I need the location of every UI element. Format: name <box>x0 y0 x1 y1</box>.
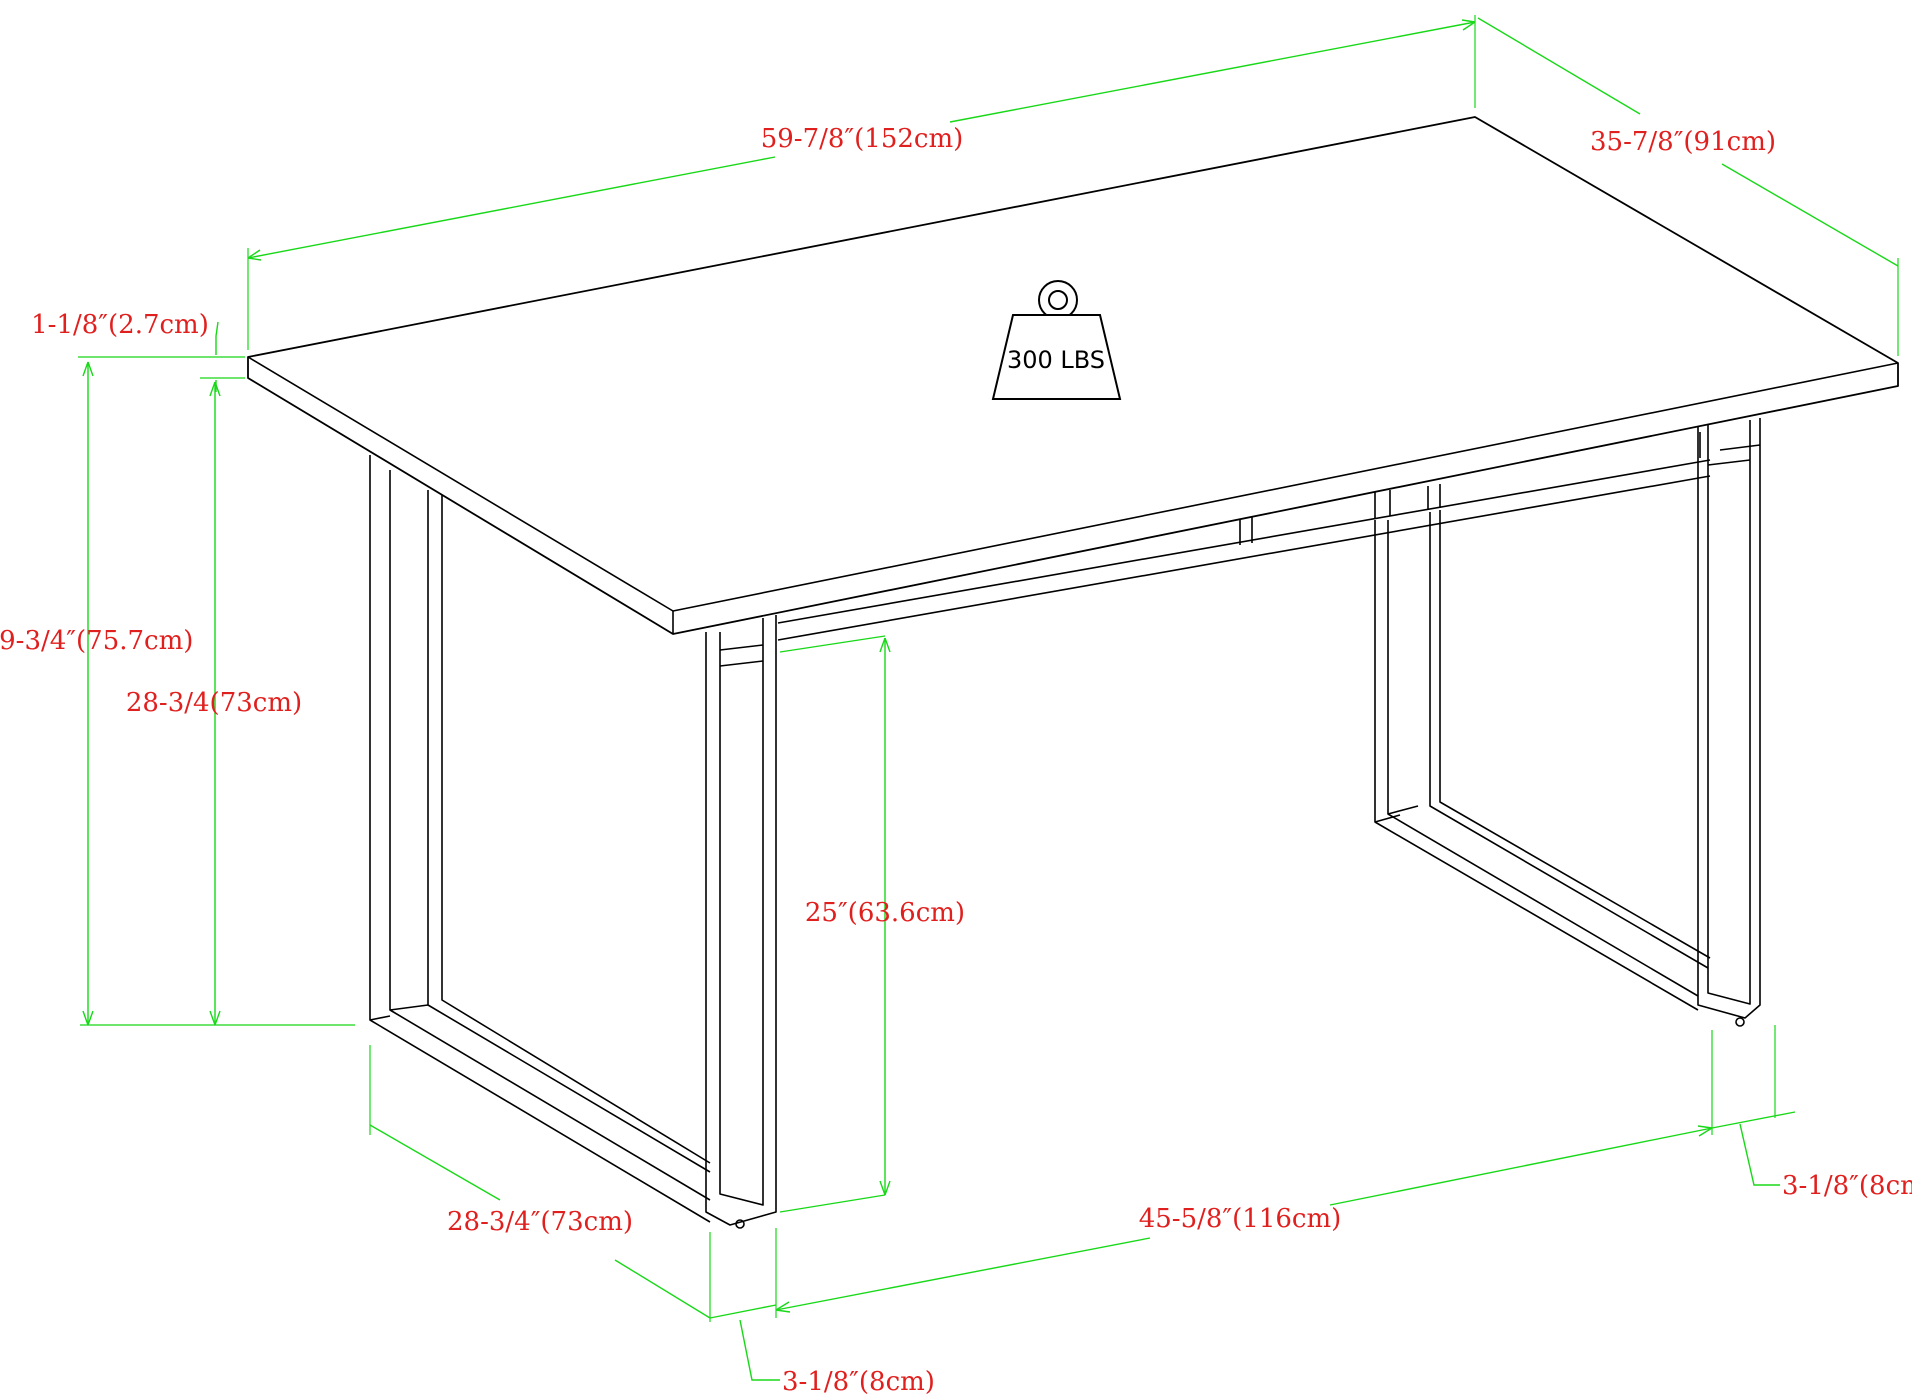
right-back-leg <box>1697 418 1761 1019</box>
dimension-lines <box>78 15 1899 1381</box>
left-front-leg <box>705 615 777 1229</box>
weight-capacity-label: 300 LBS <box>1007 346 1105 374</box>
leg-width-left-label: 3-1/8″(8cm) <box>782 1367 935 1397</box>
weight-icon: 300 LBS <box>991 280 1122 400</box>
table-width-label: 35-7/8″(91cm) <box>1590 127 1776 157</box>
top-thickness-label: 1-1/8″(2.7cm) <box>31 310 209 340</box>
leg-depth-label: 28-3/4″(73cm) <box>447 1207 633 1237</box>
left-back-leg <box>369 455 711 1223</box>
right-front-leg <box>1374 510 1745 1027</box>
frame-height-label: 28-3/4(73cm) <box>126 688 302 718</box>
table-drawing: 300 LBS <box>247 116 1899 1229</box>
stretcher <box>777 432 1711 641</box>
overall-height-label: 29-3/4″(75.7cm) <box>0 626 193 656</box>
table-length-label: 59-7/8″(152cm) <box>761 124 964 154</box>
knee-clearance-label: 25″(63.6cm) <box>805 898 965 928</box>
inner-leg-span-label: 45-5/8″(116cm) <box>1139 1204 1342 1234</box>
dimension-labels: 59-7/8″(152cm) 35-7/8″(91cm) 1-1/8″(2.7c… <box>0 124 1912 1397</box>
leg-width-right-label: 3-1/8″(8cm) <box>1782 1171 1912 1201</box>
